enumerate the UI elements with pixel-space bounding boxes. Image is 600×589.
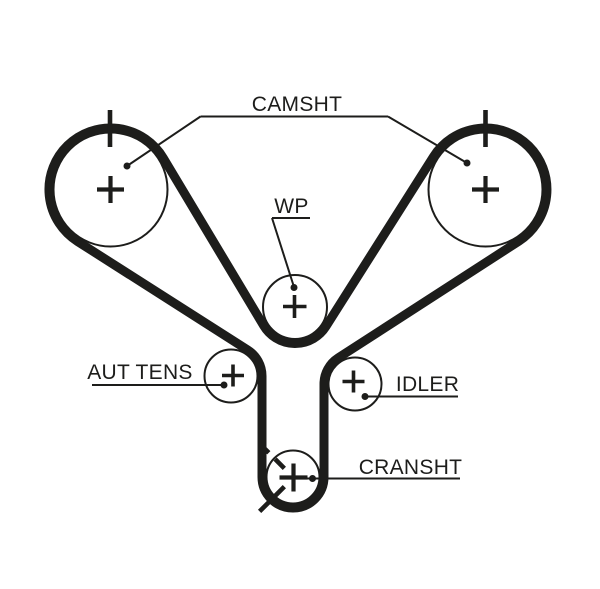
label-tensioner: AUT TENS (87, 361, 192, 384)
leader-line-camshaft (126, 115, 468, 167)
center-cross-crank-icon (279, 463, 308, 492)
center-cross-water-pump-icon (283, 295, 307, 318)
timing-mark-crank-lower-icon (257, 482, 289, 514)
center-cross-right-cam-icon (472, 176, 499, 203)
timing-mark-crank-upper-icon (257, 441, 289, 473)
center-cross-idler-icon (342, 370, 365, 393)
label-idler: IDLER (396, 373, 459, 396)
leader-dot-idler (361, 393, 369, 400)
leader-line-water-pump (271, 217, 310, 288)
leader-dot-crankshaft (309, 475, 316, 482)
label-crankshaft: CRANSHT (359, 456, 463, 479)
center-cross-tensioner-icon (222, 364, 244, 387)
leader-dot-right-cam (463, 159, 471, 167)
label-water-pump: WP (274, 195, 308, 218)
label-camshaft: CAMSHT (252, 93, 342, 116)
leader-dot-water-pump (290, 284, 298, 291)
leader-dot-left-cam (123, 162, 131, 170)
center-cross-left-cam-icon (97, 176, 124, 203)
leader-dot-tensioner (220, 381, 228, 389)
timing-belt (44, 123, 552, 513)
